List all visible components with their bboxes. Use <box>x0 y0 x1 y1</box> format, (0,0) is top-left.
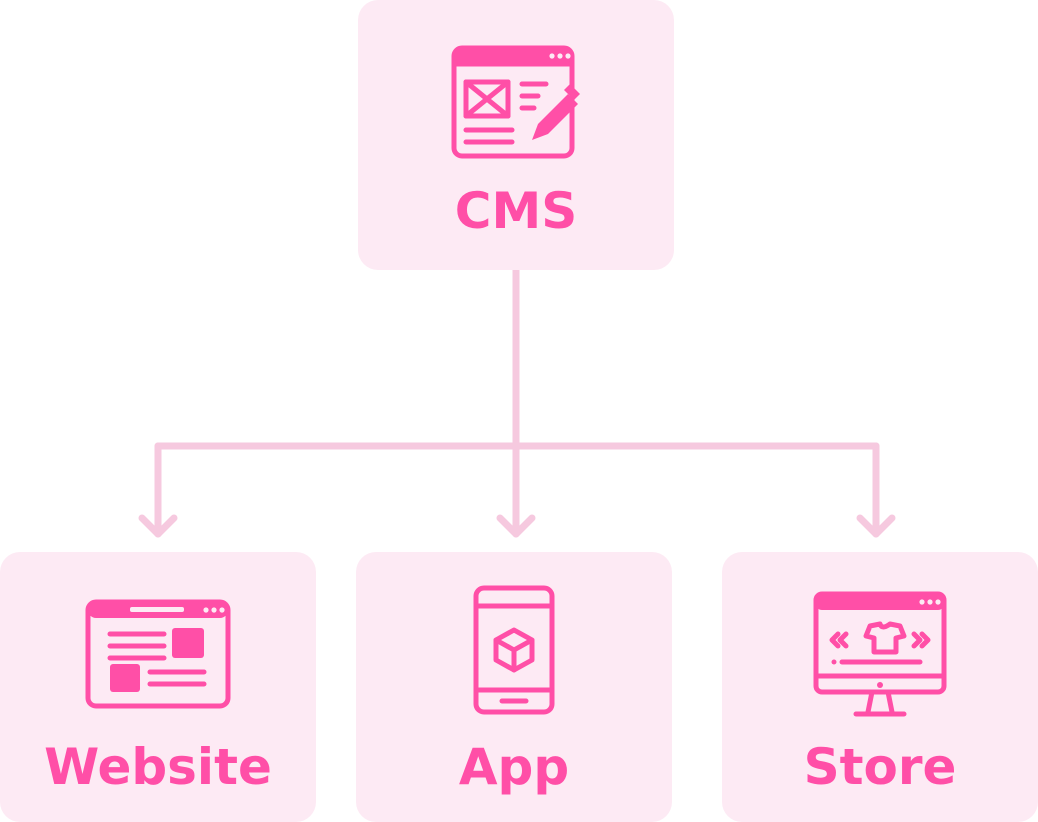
arrowhead-app <box>496 514 536 538</box>
arrowhead-website <box>138 514 178 538</box>
mobile-app-icon <box>473 585 555 715</box>
cms-label: CMS <box>454 182 578 240</box>
app-node[interactable]: App <box>356 552 672 822</box>
arrowhead-store <box>856 514 896 538</box>
cms-editor-icon <box>451 45 580 159</box>
store-node[interactable]: Store <box>722 552 1038 822</box>
online-store-icon <box>813 591 947 717</box>
website-layout-icon <box>85 599 231 709</box>
website-node[interactable]: Website <box>0 552 316 822</box>
website-label: Website <box>44 738 272 796</box>
app-label: App <box>458 738 570 796</box>
store-label: Store <box>803 738 957 796</box>
cms-node[interactable]: CMS <box>358 0 674 270</box>
